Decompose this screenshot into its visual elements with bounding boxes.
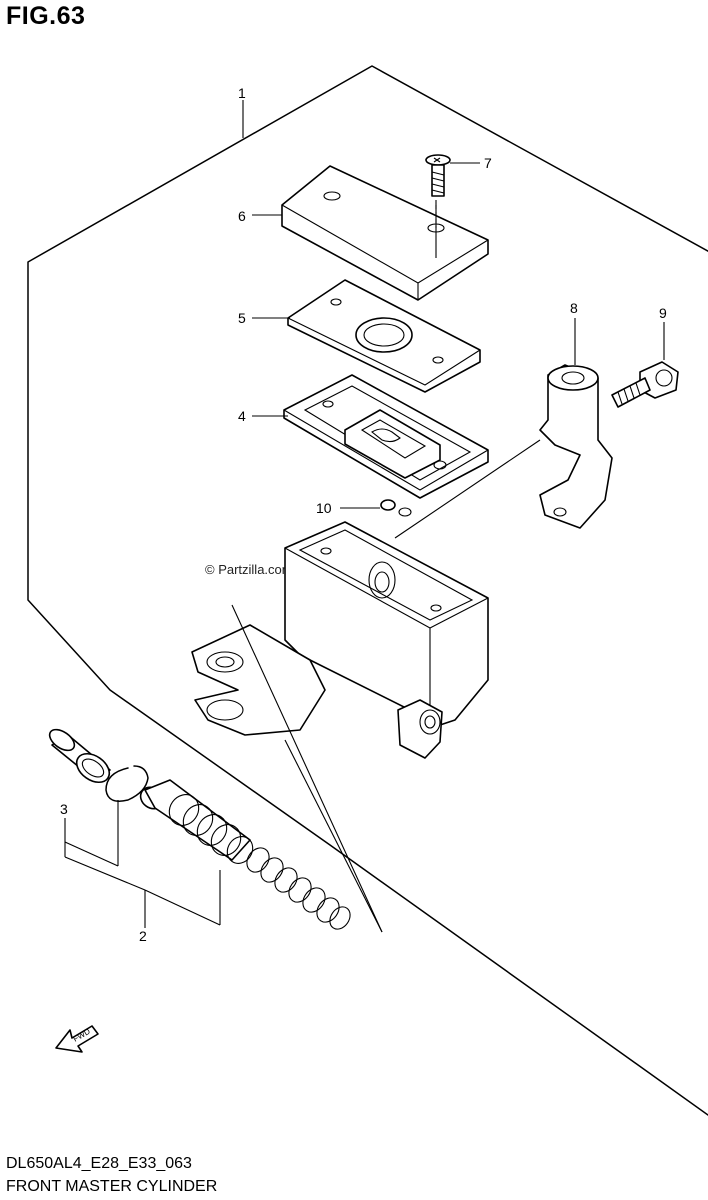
- callout-6: 6: [238, 208, 246, 224]
- part-bolt: [611, 361, 679, 408]
- part-reservoir-cap: [281, 165, 489, 301]
- part-small-ring: [380, 499, 412, 517]
- leader-lines: [64, 100, 665, 928]
- part-diaphragm-plate: [287, 279, 481, 393]
- callout-9: 9: [659, 305, 667, 321]
- callout-7: 7: [484, 155, 492, 171]
- part-clamp: [539, 364, 613, 529]
- part-diaphragm: [283, 374, 489, 499]
- watermark: © Partzilla.com: [205, 562, 293, 577]
- callout-5: 5: [238, 310, 246, 326]
- part-screw: [425, 154, 451, 197]
- footer-name: FRONT MASTER CYLINDER: [6, 1178, 218, 1195]
- part-circlip: [105, 765, 149, 802]
- part-spring: [246, 847, 351, 930]
- callout-2: 2: [139, 928, 147, 944]
- part-piston-cup: [48, 728, 111, 784]
- callout-3: 3: [60, 801, 68, 817]
- part-master-cylinder-body: [191, 521, 489, 759]
- callout-10: 10: [316, 500, 332, 516]
- callout-1: 1: [238, 85, 246, 101]
- footer-code: DL650AL4_E28_E33_063: [6, 1155, 192, 1172]
- part-piston: [139, 779, 254, 864]
- callout-8: 8: [570, 300, 578, 316]
- callout-4: 4: [238, 408, 246, 424]
- guide-lines: [231, 200, 541, 933]
- fwd-arrow: FWD: [55, 1025, 99, 1053]
- assembly-outline: [27, 65, 708, 1116]
- figure-title: FIG.63: [6, 2, 86, 30]
